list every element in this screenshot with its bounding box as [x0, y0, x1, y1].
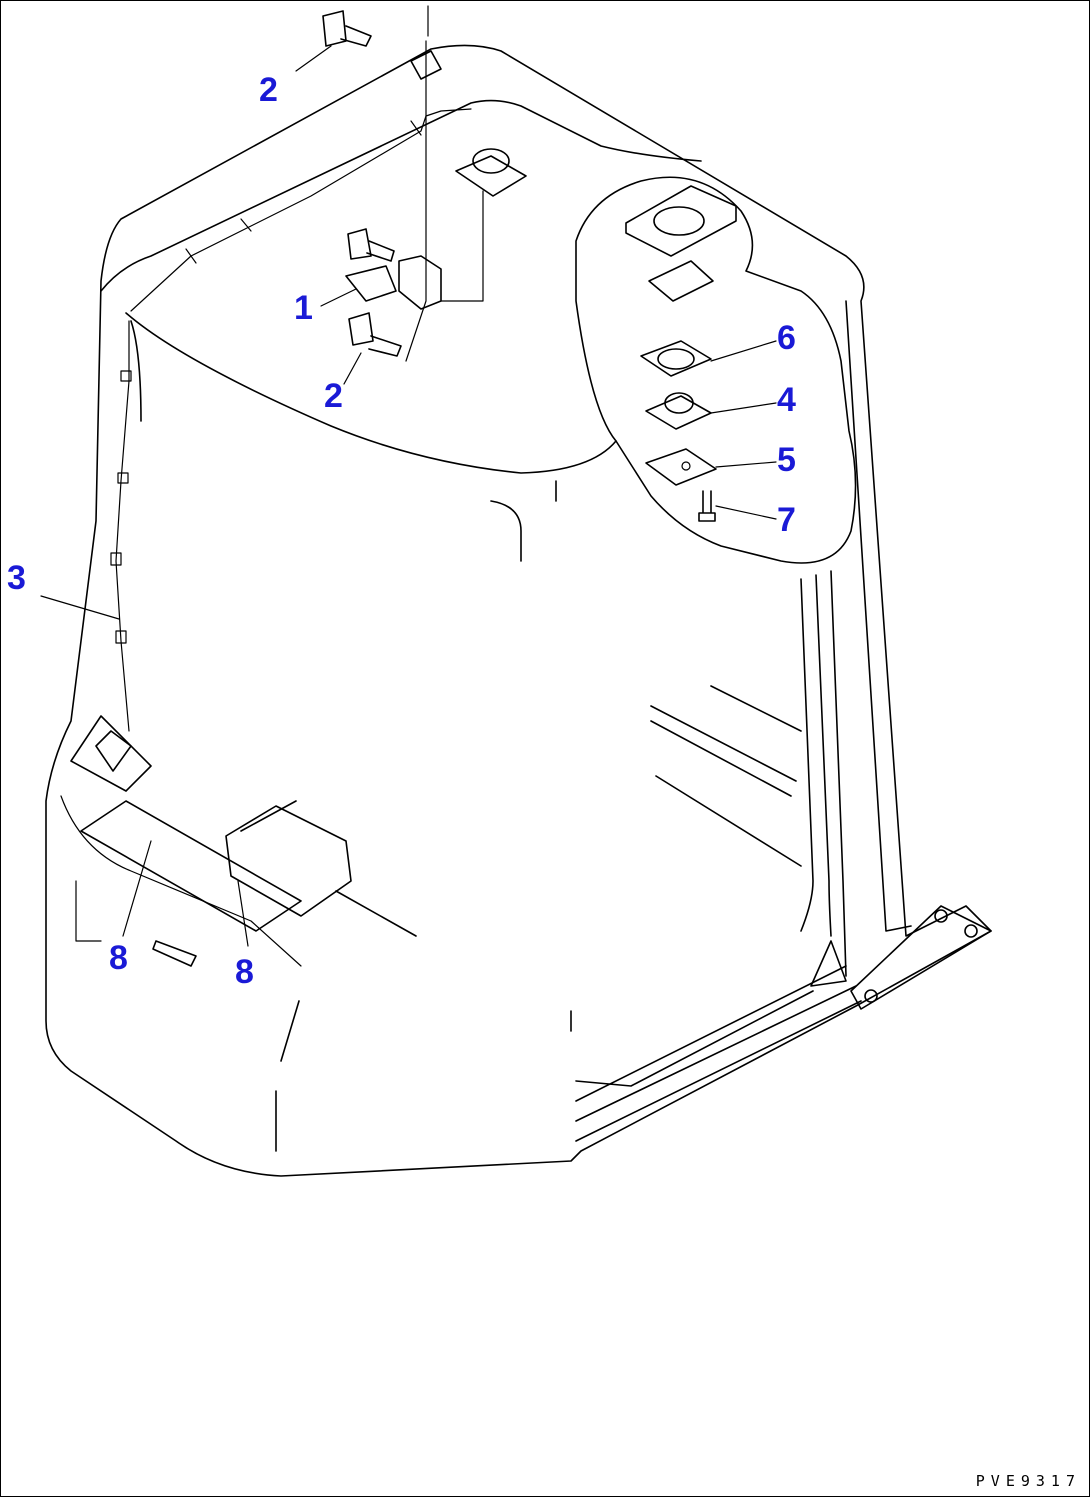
corner-gusset: [810, 940, 847, 987]
floor-rail-2: [575, 965, 847, 1102]
callout-4: 4: [777, 381, 796, 419]
leader-3: [40, 595, 120, 620]
callout-5: 5: [777, 441, 796, 479]
roof-mount-dome: [472, 148, 510, 174]
part7-bolt: [698, 490, 716, 522]
lower-tray: [80, 800, 302, 932]
roof-inner-edge: [125, 312, 617, 474]
window-rail-4: [655, 775, 802, 867]
roof-curve: [130, 320, 142, 422]
callout-8-right: 8: [235, 953, 254, 991]
control-box: [225, 805, 352, 917]
cab-shell-outline: [45, 44, 992, 1177]
mid-bolt-shank: [366, 240, 395, 262]
lower-connector: [95, 730, 132, 772]
roof-harness-clip-1: [185, 248, 197, 264]
detail-mount-hole: [653, 206, 705, 236]
detail-mount-bracket: [625, 185, 737, 257]
callout-1: 1: [294, 289, 313, 327]
leader-2-bottom: [343, 352, 362, 385]
floor-rail-4: [575, 1000, 862, 1142]
roof-rim: [100, 99, 702, 292]
right-pillar-1: [800, 578, 814, 932]
callout-2-top: 2: [259, 71, 278, 109]
callout-6: 6: [777, 319, 796, 357]
leader-6: [710, 340, 777, 362]
callout-7: 7: [777, 501, 796, 539]
mount-plate: [850, 905, 992, 1010]
roof-harness-clip-3: [410, 120, 422, 136]
floor-rail-1: [575, 990, 814, 1087]
top-bolt-shank: [340, 25, 372, 47]
roof-harness-clip-2: [240, 218, 252, 232]
leader-8-left: [122, 840, 152, 937]
callout-8-left: 8: [109, 939, 128, 977]
part4-dome: [664, 392, 694, 414]
right-pillar-4: [845, 300, 912, 932]
window-rail-2: [650, 720, 792, 797]
top-bolt: [322, 10, 347, 47]
part6-gasket-hole: [657, 348, 695, 370]
leader-4: [710, 402, 777, 414]
switch-vertical-rod: [405, 40, 427, 362]
pillar-harness: [115, 320, 130, 732]
leader-2-top: [295, 45, 332, 72]
top-bracket: [410, 50, 442, 80]
harness-clip-a: [120, 370, 132, 382]
control-box-top: [240, 800, 297, 832]
lower-bolt-head: [348, 312, 374, 346]
mount-hole-2: [964, 924, 978, 938]
roof-harness: [130, 108, 472, 312]
part5-hole: [681, 461, 691, 471]
mount-hole-3: [864, 989, 878, 1003]
harness-clip-c: [110, 552, 122, 566]
lower-bracket: [70, 715, 152, 792]
lower-bolt: [152, 940, 197, 967]
mount-hole-1: [934, 909, 948, 923]
right-pillar-2: [815, 574, 832, 937]
lower-wire: [60, 795, 302, 967]
detail-bubble: [575, 176, 857, 564]
leader-1: [320, 288, 357, 307]
switch-wire: [440, 190, 484, 302]
roof-mount-base: [455, 155, 527, 197]
window-rail-1: [650, 705, 797, 782]
harness-clip-b: [117, 472, 129, 484]
callout-3: 3: [7, 559, 26, 597]
lower-wire-2: [75, 880, 102, 942]
lower-seam-2: [280, 1000, 300, 1062]
part6-gasket: [640, 340, 712, 377]
leader-8-right: [237, 880, 249, 947]
mid-bolt: [347, 228, 372, 260]
detail-square: [648, 260, 714, 302]
leader-5: [715, 461, 777, 468]
callout-2-bottom: 2: [324, 377, 343, 415]
lower-bolt-shank: [368, 335, 402, 357]
leader-7: [715, 505, 777, 520]
right-pillar-3: [830, 570, 847, 977]
switch-plate: [345, 265, 397, 302]
floor-line: [335, 890, 417, 937]
window-rail-3: [710, 685, 802, 732]
harness-clip-d: [115, 630, 127, 644]
part5-plate: [645, 448, 717, 486]
drawing-code: PVE9317: [975, 1472, 1081, 1490]
switch-body: [398, 255, 442, 310]
rear-panel-edge: [490, 500, 522, 562]
floor-rail-3: [575, 985, 857, 1122]
